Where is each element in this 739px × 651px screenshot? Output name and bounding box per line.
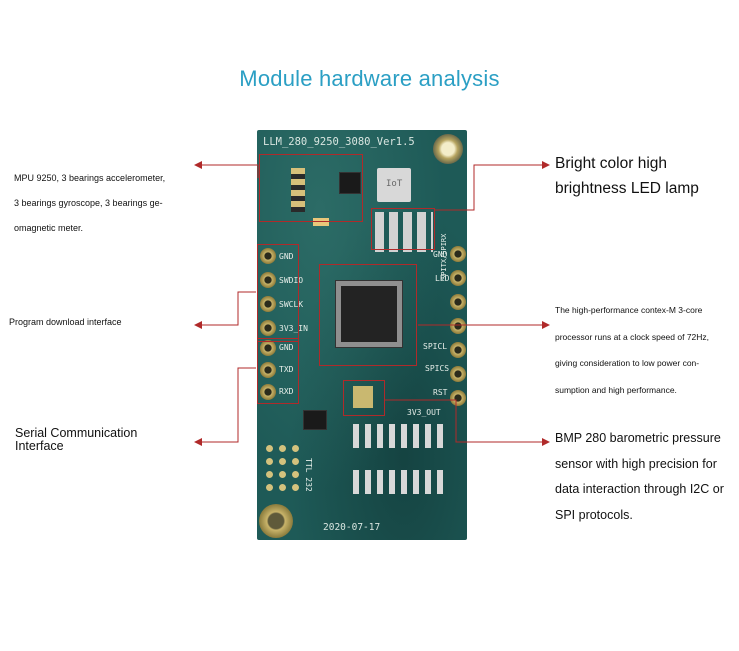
arrow-program [194, 321, 202, 329]
arrow-processor [542, 321, 550, 329]
pin-spitx-spirx: SPITX/SPIRX [440, 233, 448, 280]
ttl-232-label: TTL 232 [304, 458, 313, 492]
leader-program [196, 291, 256, 326]
led-lamps [375, 212, 433, 252]
pin-3v3-in: 3V3_IN [279, 324, 308, 333]
pin-swdio: SWDIO [279, 276, 304, 285]
highlight-led [371, 208, 435, 250]
note-led: Bright color high brightness LED lamp [555, 155, 699, 197]
pin-rxd: RXD [279, 387, 294, 396]
pin-gnd-serial: GND [279, 343, 294, 352]
module-board: LLM_280_9250_3080_Ver1.5 IoT GND SWDIO S… [257, 130, 467, 540]
mcu-chip [335, 280, 403, 348]
header-pins-top [291, 168, 305, 212]
bmp280-sensor [353, 386, 373, 408]
arrow-led [542, 161, 550, 169]
note-mpu: MPU 9250, 3 bearings accelerometer, 3 be… [14, 173, 166, 233]
pin-swclk: SWCLK [279, 300, 304, 309]
leader-serial [196, 367, 256, 443]
board-model-label: LLM_280_9250_3080_Ver1.5 [263, 136, 415, 148]
note-processor: The high-performance contex-M 3-core pro… [555, 305, 710, 395]
pin-spicl: SPICL [423, 342, 448, 351]
arrow-bmp [542, 438, 550, 446]
smd-row-upper [353, 424, 443, 448]
pin-txd: TXD [279, 365, 294, 374]
mounting-hole-bottom [259, 504, 293, 538]
pin-3v3-out: 3V3_OUT [407, 408, 441, 417]
mpu9250-chip [339, 172, 361, 194]
pin-rst: RST [433, 388, 448, 397]
regulator-chip [303, 410, 327, 430]
highlight-mpu [259, 154, 363, 222]
pin-spics: SPICS [425, 364, 450, 373]
pin-gnd-program: GND [279, 252, 294, 261]
highlight-program [257, 244, 299, 342]
arrow-mpu [194, 161, 202, 169]
header-pins-bottom [263, 442, 303, 494]
leader-mpu [196, 164, 259, 178]
highlight-mcu [319, 264, 417, 366]
note-program: Program download interface [9, 317, 122, 327]
highlight-serial [257, 338, 299, 404]
board-date-label: 2020-07-17 [323, 522, 381, 533]
page-title: Module hardware analysis [239, 66, 500, 91]
highlight-bmp [343, 380, 385, 416]
iot-chip: IoT [377, 168, 411, 202]
smd-row-lower [353, 470, 443, 494]
pin-led: LED [435, 274, 450, 283]
mounting-hole-top [433, 134, 463, 164]
note-bmp: BMP 280 barometric pressure sensor with … [555, 431, 724, 522]
pin-gnd-right: GND [433, 250, 448, 259]
arrow-serial [194, 438, 202, 446]
note-serial: Serial Communication Interface [15, 426, 138, 453]
